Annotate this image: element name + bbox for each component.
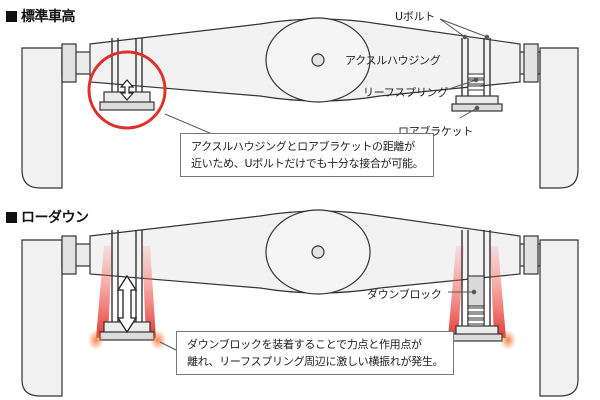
standard-leader-lines (164, 18, 490, 135)
right-vibration-wedge-inner (490, 246, 506, 338)
right-hub (523, 43, 539, 83)
standard-section-title: 標準車高 (6, 6, 76, 26)
lowdown-section-title: ローダウン (6, 207, 89, 227)
differential-center (311, 53, 325, 67)
left-tire-low (21, 239, 63, 397)
standard-diagram (21, 17, 579, 189)
standard-callout-line1: アクスルハウジングとロアブラケットの距離が (191, 140, 415, 153)
label-down-block: ダウンブロック (367, 288, 442, 301)
highlight-circle (87, 50, 167, 130)
lowdown-leader-lines (159, 289, 477, 351)
differential-center-low (311, 245, 325, 259)
standard-callout-line2: 近いため、Uボルトだけでも十分な接合が可能。 (191, 157, 424, 170)
left-vibration-wedge-inner (142, 246, 156, 338)
right-tire-low (539, 239, 579, 397)
lowdown-callout: ダウンブロックを装着することで力点と作用点が 離れ、リーフスプリング周辺に激しい… (176, 331, 455, 375)
standard-title-text: 標準車高 (21, 9, 76, 25)
label-u-bolt: Uボルト (395, 10, 435, 23)
left-hub (61, 43, 77, 83)
left-vibration-wedge-outer (96, 246, 112, 338)
lowdown-title-text: ローダウン (21, 210, 89, 226)
lowdown-callout-line1: ダウンブロックを装着することで力点と作用点が (187, 338, 422, 351)
right-hub-low (523, 235, 539, 275)
title-square-icon (6, 212, 17, 223)
left-glow-inner (150, 330, 166, 350)
lowdown-callout-line2: 離れ、リーフスプリング周辺に激しい横振れが発生。 (187, 355, 444, 368)
title-square-icon (6, 11, 17, 22)
gap-arrow-small (119, 79, 135, 101)
gap-arrow-large (116, 274, 138, 334)
label-leaf-spring: リーフスプリング (363, 86, 448, 99)
right-tire (539, 47, 579, 189)
left-tire (21, 47, 63, 189)
label-axle-housing: アクスルハウジング (345, 54, 441, 67)
right-glow-inner (500, 330, 516, 350)
left-glow-outer (88, 330, 104, 350)
standard-callout: アクスルハウジングとロアブラケットの距離が 近いため、Uボルトだけでも十分な接合… (180, 133, 435, 177)
left-hub-low (61, 235, 77, 275)
